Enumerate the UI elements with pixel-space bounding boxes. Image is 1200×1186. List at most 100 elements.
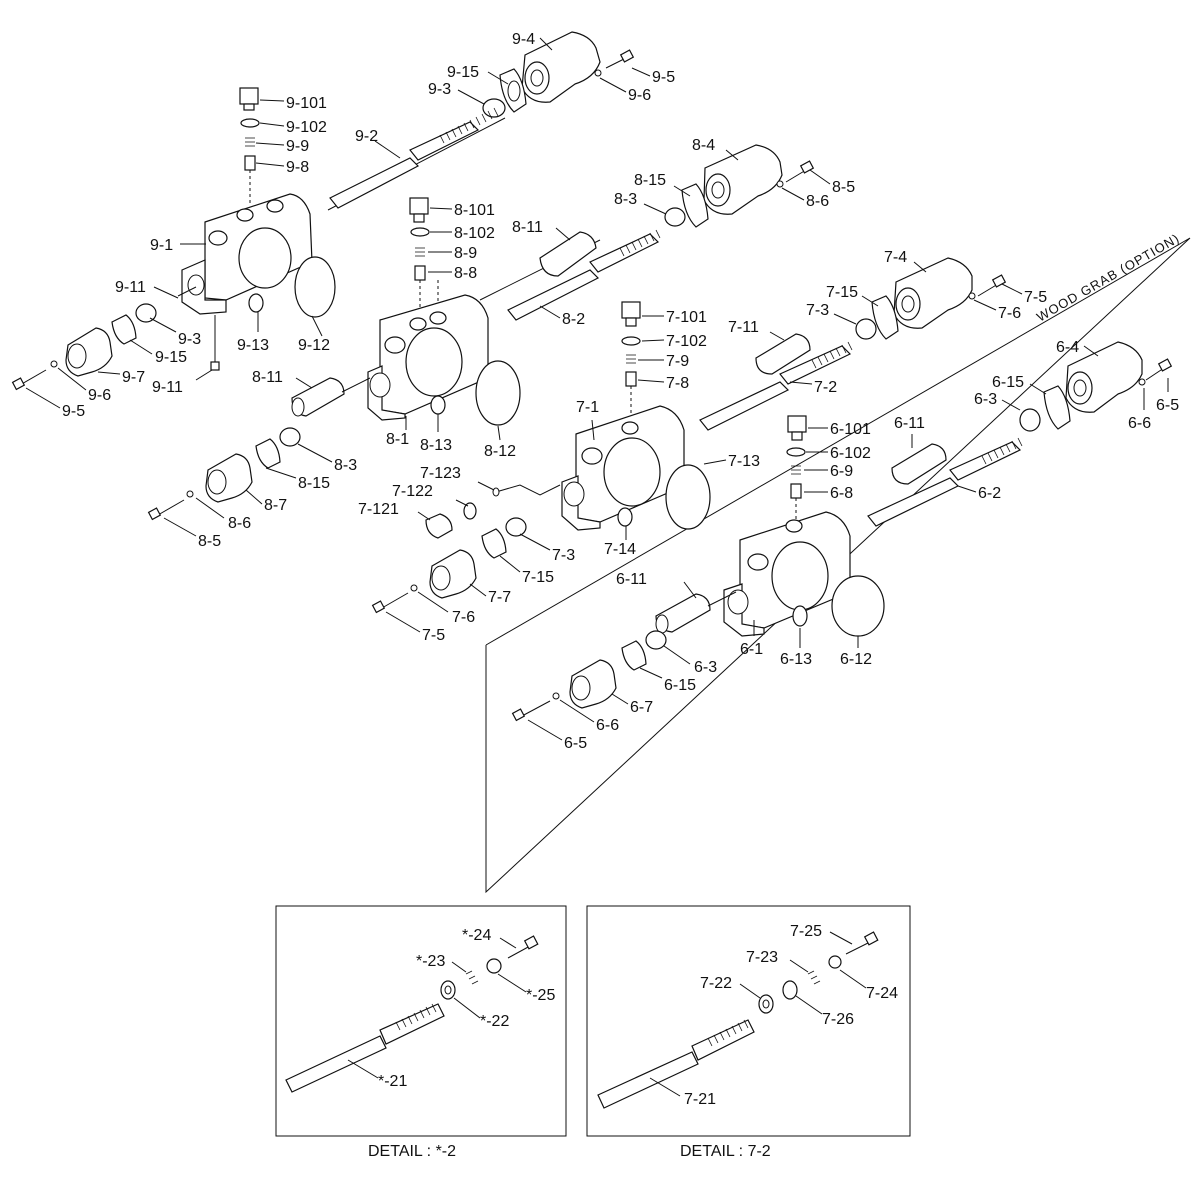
label-detail-7-25: 7-25 bbox=[790, 923, 822, 940]
label-9-102: 9-102 bbox=[286, 119, 327, 136]
label-6-15: 6-15 bbox=[992, 374, 1024, 391]
label-8-11: 8-11 bbox=[512, 219, 543, 236]
label-7-3-b: 7-3 bbox=[552, 547, 575, 564]
label-8-3: 8-3 bbox=[614, 191, 637, 208]
caption-detail-7: DETAIL : 7-2 bbox=[680, 1143, 771, 1160]
label-9-6: 9-6 bbox=[628, 87, 651, 104]
label-8-11-b: 8-11 bbox=[252, 369, 283, 386]
section-8-parts bbox=[147, 144, 815, 521]
label-8-6: 8-6 bbox=[806, 193, 829, 210]
detail-box-7 bbox=[586, 905, 911, 1137]
label-6-6-b: 6-6 bbox=[596, 717, 619, 734]
label-6-5: 6-5 bbox=[1156, 397, 1179, 414]
label-7-123: 7-123 bbox=[420, 465, 461, 482]
label-detail-star-24: *-24 bbox=[462, 927, 491, 944]
label-6-11: 6-11 bbox=[894, 415, 925, 432]
label-7-5-b: 7-5 bbox=[422, 627, 445, 644]
label-detail-7-26: 7-26 bbox=[822, 1011, 854, 1028]
label-7-8: 7-8 bbox=[666, 375, 689, 392]
label-8-15: 8-15 bbox=[634, 172, 666, 189]
label-9-6-b: 9-6 bbox=[88, 387, 111, 404]
label-7-3: 7-3 bbox=[806, 302, 829, 319]
label-8-6-b: 8-6 bbox=[228, 515, 251, 532]
label-9-13: 9-13 bbox=[237, 337, 269, 354]
label-7-9: 7-9 bbox=[666, 353, 689, 370]
label-6-5-b: 6-5 bbox=[564, 735, 587, 752]
label-7-121: 7-121 bbox=[358, 501, 399, 518]
label-9-101: 9-101 bbox=[286, 95, 327, 112]
label-8-101: 8-101 bbox=[454, 202, 495, 219]
detail-7-parts bbox=[597, 931, 879, 1109]
label-6-8: 6-8 bbox=[830, 485, 853, 502]
label-9-3: 9-3 bbox=[428, 81, 451, 98]
label-7-2: 7-2 bbox=[814, 379, 837, 396]
section-7-parts bbox=[371, 257, 1007, 614]
label-8-13: 8-13 bbox=[420, 437, 452, 454]
label-7-15: 7-15 bbox=[826, 284, 858, 301]
label-8-9: 8-9 bbox=[454, 245, 477, 262]
label-9-3-b: 9-3 bbox=[178, 331, 201, 348]
label-7-15-b: 7-15 bbox=[522, 569, 554, 586]
label-9-7: 9-7 bbox=[122, 369, 145, 386]
label-9-5: 9-5 bbox=[652, 69, 675, 86]
label-9-4: 9-4 bbox=[512, 31, 535, 48]
label-8-4: 8-4 bbox=[692, 137, 715, 154]
label-detail-star-23: *-23 bbox=[416, 953, 445, 970]
label-6-15-b: 6-15 bbox=[664, 677, 696, 694]
label-6-2: 6-2 bbox=[978, 485, 1001, 502]
label-8-5-b: 8-5 bbox=[198, 533, 221, 550]
part-labels: 9-4 9-15 9-3 9-5 9-6 9-101 9-102 9-9 9-8… bbox=[62, 31, 1179, 1108]
label-6-101: 6-101 bbox=[830, 421, 871, 438]
label-9-5-b: 9-5 bbox=[62, 403, 85, 420]
label-detail-7-24: 7-24 bbox=[866, 985, 898, 1002]
label-9-15-b: 9-15 bbox=[155, 349, 187, 366]
label-6-9: 6-9 bbox=[830, 463, 853, 480]
detail-star-parts bbox=[285, 935, 539, 1093]
label-7-5: 7-5 bbox=[1024, 289, 1047, 306]
label-8-12: 8-12 bbox=[484, 443, 516, 460]
label-6-3: 6-3 bbox=[974, 391, 997, 408]
label-7-4: 7-4 bbox=[884, 249, 907, 266]
label-8-102: 8-102 bbox=[454, 225, 495, 242]
label-9-2: 9-2 bbox=[355, 128, 378, 145]
label-7-101: 7-101 bbox=[666, 309, 707, 326]
leader-lines bbox=[25, 37, 1169, 1097]
label-8-15-b: 8-15 bbox=[298, 475, 330, 492]
label-6-11-b: 6-11 bbox=[616, 571, 647, 588]
label-9-9: 9-9 bbox=[286, 138, 309, 155]
label-7-1: 7-1 bbox=[576, 399, 599, 416]
label-6-1: 6-1 bbox=[740, 641, 763, 658]
label-8-1: 8-1 bbox=[386, 431, 409, 448]
label-7-13: 7-13 bbox=[728, 453, 760, 470]
label-9-12: 9-12 bbox=[298, 337, 330, 354]
label-7-11: 7-11 bbox=[728, 319, 759, 336]
label-detail-7-23: 7-23 bbox=[746, 949, 778, 966]
section-9-parts bbox=[11, 31, 635, 391]
label-7-6: 7-6 bbox=[998, 305, 1021, 322]
label-detail-7-22: 7-22 bbox=[700, 975, 732, 992]
label-9-15: 9-15 bbox=[447, 64, 479, 81]
label-detail-star-22: *-22 bbox=[480, 1013, 509, 1030]
label-6-4: 6-4 bbox=[1056, 339, 1079, 356]
label-7-122: 7-122 bbox=[392, 483, 433, 500]
label-8-5: 8-5 bbox=[832, 179, 855, 196]
wood-grab-note: WOOD GRAB (OPTION) bbox=[1034, 230, 1182, 324]
label-6-102: 6-102 bbox=[830, 445, 871, 462]
label-6-13: 6-13 bbox=[780, 651, 812, 668]
label-8-2: 8-2 bbox=[562, 311, 585, 328]
label-detail-star-21: *-21 bbox=[378, 1073, 407, 1090]
label-7-7: 7-7 bbox=[488, 589, 511, 606]
label-8-8: 8-8 bbox=[454, 265, 477, 282]
label-8-3-b: 8-3 bbox=[334, 457, 357, 474]
section-6-parts bbox=[511, 341, 1173, 722]
label-6-12: 6-12 bbox=[840, 651, 872, 668]
label-6-6: 6-6 bbox=[1128, 415, 1151, 432]
label-7-14: 7-14 bbox=[604, 541, 636, 558]
label-detail-star-25: *-25 bbox=[526, 987, 555, 1004]
label-9-1: 9-1 bbox=[150, 237, 173, 254]
label-9-11-b: 9-11 bbox=[152, 379, 183, 396]
detail-box-star bbox=[275, 905, 567, 1137]
label-7-102: 7-102 bbox=[666, 333, 707, 350]
label-7-6-b: 7-6 bbox=[452, 609, 475, 626]
